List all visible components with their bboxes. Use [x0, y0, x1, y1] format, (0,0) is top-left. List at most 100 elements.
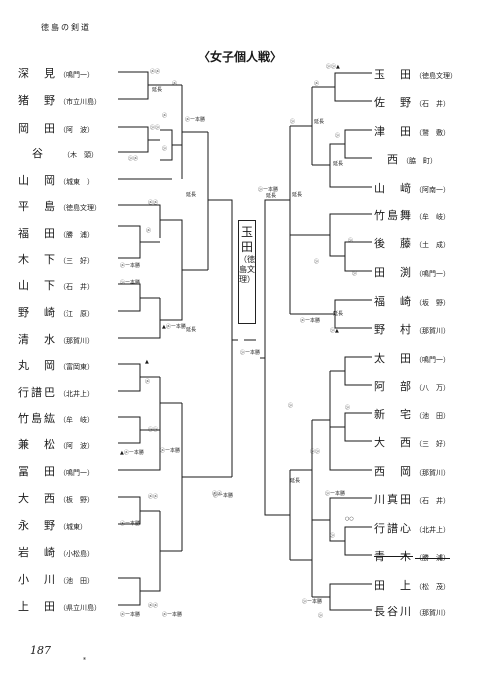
match-result: ㋛㋛ [150, 125, 161, 131]
left-entry: 木 下（三 好） [18, 251, 94, 266]
entry-team: （城東 ） [59, 178, 94, 186]
match-result: ㋱㋱ [148, 603, 159, 609]
match-result: 延長 [152, 87, 163, 93]
right-entry: 後 藤（土 成） [374, 235, 450, 250]
match-result: ㋱ー本勝 [160, 448, 181, 454]
match-result: ㋛ [348, 238, 354, 244]
match-result: ㋱㋱ [212, 491, 223, 497]
match-result: ㋱ [145, 379, 151, 385]
entry-name: 谷 [32, 147, 45, 160]
match-result: ㋛ー本勝 [120, 280, 141, 286]
match-result: ㋱ー本勝 [120, 263, 141, 269]
right-entry: 新 宅（池 田） [374, 406, 450, 421]
match-result: ㋛ [330, 533, 336, 539]
entry-name: 岡 田 [18, 122, 57, 135]
left-entry: 岩 崎（小松島） [18, 544, 94, 559]
right-entry: 田 上（松 茂） [374, 577, 450, 592]
entry-name: 野 崎 [18, 306, 57, 319]
left-entry: 岡 田（阿 波） [18, 120, 94, 135]
left-entry: 山 下（石 井） [18, 277, 94, 292]
entry-name: 永 野 [18, 519, 57, 532]
entry-team: （鳴門一） [415, 270, 450, 278]
left-entry: 冨 田（鳴門一） [18, 463, 94, 478]
left-entry: 山 岡（城東 ） [18, 172, 94, 187]
match-result: 延長 [186, 327, 197, 333]
match-result: ㋛ー本勝 [258, 187, 279, 193]
match-result: 延長 [333, 161, 344, 167]
entry-name: 阿 部 [374, 380, 413, 393]
right-entry: 青 木（勝 浦） [374, 548, 450, 563]
entry-team: （江 原） [59, 310, 94, 318]
entry-name: 行譜心 [374, 522, 413, 535]
entry-team: （徳島文理） [415, 72, 457, 80]
entry-team: （阿 波） [59, 126, 94, 134]
match-result: ㋛ [318, 613, 324, 619]
right-entry: 川真田（石 井） [374, 491, 450, 506]
right-entry: 西（脇 町） [374, 151, 437, 166]
match-result: 延長 [290, 478, 301, 484]
match-result: ▲ [145, 359, 149, 365]
champion-school: （徳島文理） [239, 255, 255, 284]
entry-team: （石 井） [59, 283, 94, 291]
entry-name: 大 西 [374, 436, 413, 449]
right-entry: 行譜心（北井上） [374, 520, 450, 535]
right-entry: 長谷川（那賀川） [374, 603, 450, 618]
entry-team: （市立川島） [59, 98, 101, 106]
bracket-title: 〈女子個人戦〉 [197, 50, 282, 64]
champion-name-1: 玉 [240, 225, 253, 239]
entry-name: 太 田 [374, 352, 413, 365]
entry-team: （木 頭） [63, 151, 98, 159]
entry-name: 岩 崎 [18, 546, 57, 559]
entry-name: 木 下 [18, 253, 57, 266]
match-result: ㋛ [314, 259, 320, 265]
entry-name: 竹島紘 [18, 412, 57, 425]
entry-team: （坂 野） [415, 299, 450, 307]
entry-team: （那賀川） [415, 609, 450, 617]
match-result: ㋛ー本勝 [325, 491, 346, 497]
match-result: ㋱ー本勝 [120, 521, 141, 527]
entry-team: （富岡東） [59, 363, 94, 371]
match-result: ▲㋱ー本勝 [120, 450, 144, 456]
right-bracket-lines [244, 72, 372, 611]
match-result: ㋱ー本勝 [300, 318, 321, 324]
match-result: ㋛ [290, 119, 296, 125]
left-entry: 大 西（板 野） [18, 490, 94, 505]
entry-team: （那賀川） [59, 337, 94, 345]
entry-team: （鷲 敷） [415, 129, 450, 137]
left-entry: 猪 野（市立川島） [18, 92, 101, 107]
entry-name: 上 田 [18, 600, 57, 613]
entry-team: （阿南一） [415, 186, 450, 194]
left-entry: 行譜巴（北井上） [18, 384, 94, 399]
entry-name: 長谷川 [374, 605, 413, 618]
champion-name-2: 田 [240, 240, 253, 254]
entry-name: 清 水 [18, 333, 57, 346]
match-result: ㋱ [162, 113, 168, 119]
entry-name: 佐 野 [374, 96, 413, 109]
left-entry: 平 島（徳島文理） [18, 198, 101, 213]
entry-team: （鳴門一） [59, 469, 94, 477]
match-result: ○○ [345, 516, 354, 522]
entry-team: （北井上） [59, 390, 94, 398]
match-result: ㋛ー本勝 [302, 599, 323, 605]
left-bracket-lines [118, 71, 238, 606]
entry-team: （池 田） [415, 412, 450, 420]
match-result: ㋱ー本勝 [185, 117, 206, 123]
right-entry: 阿 部（八 万） [374, 378, 450, 393]
match-result: ㋛ [345, 405, 351, 411]
entry-name: 西 岡 [374, 465, 413, 478]
left-entry: 永 野（城東） [18, 517, 87, 532]
entry-team: （鳴門一） [415, 356, 450, 364]
entry-name: 小 川 [18, 573, 57, 586]
entry-team: （県立川島） [59, 604, 101, 612]
entry-team: （石 井） [415, 497, 450, 505]
match-result: ㋱㋱ [148, 200, 159, 206]
right-entry: 竹島舞（牟 岐） [374, 207, 450, 222]
footnote-mark: * [83, 657, 86, 664]
entry-team: （脇 町） [402, 157, 437, 165]
entry-name: 田 渕 [374, 266, 413, 279]
entry-name: 青 木 [374, 550, 413, 563]
right-entry: 山 﨑（阿南一） [374, 180, 450, 195]
entry-name: 新 宅 [374, 408, 413, 421]
entry-team: （城東） [59, 523, 87, 531]
